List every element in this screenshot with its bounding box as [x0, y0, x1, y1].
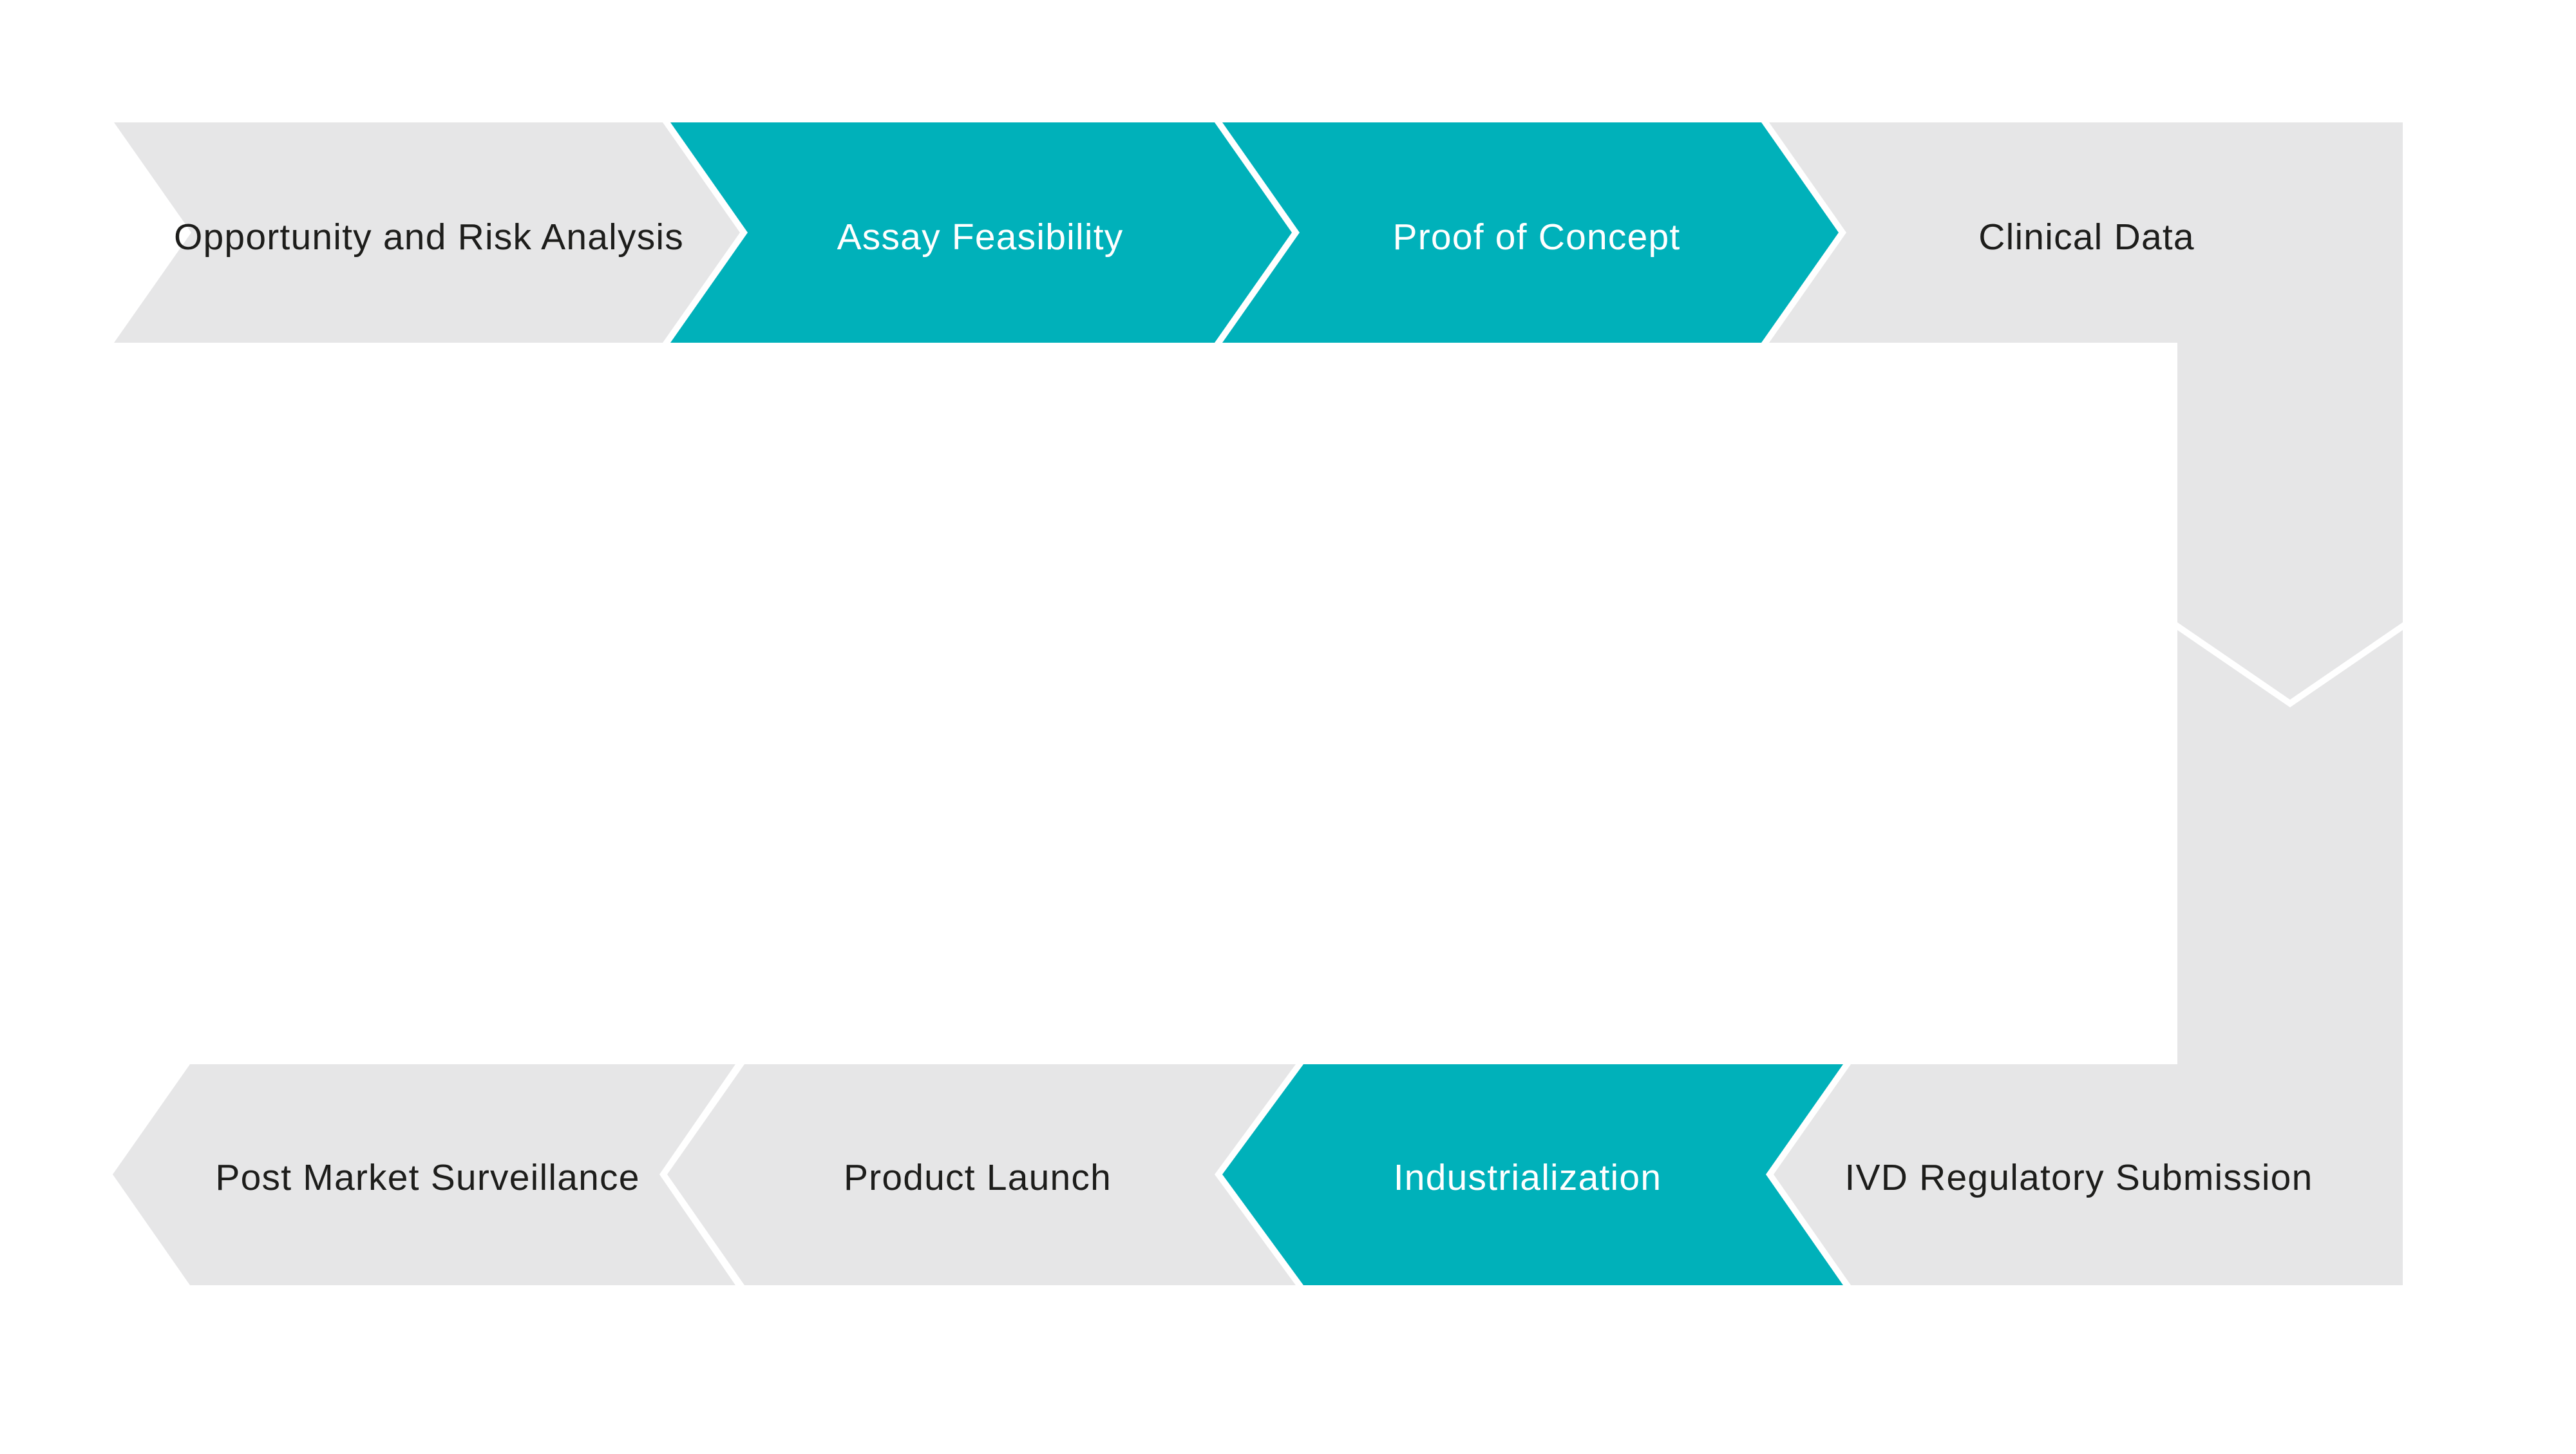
step-label-ivd-regulatory-submission: IVD Regulatory Submission: [1844, 1156, 2313, 1198]
step-label-clinical-data: Clinical Data: [1978, 216, 2195, 258]
step-label-industrialization: Industrialization: [1393, 1156, 1662, 1198]
chevron-assay-feasibility: [670, 122, 1292, 343]
chevron-ivd-regulatory-submission-with-down-connector: [1774, 630, 2403, 1285]
chevron-product-launch: [667, 1064, 1296, 1285]
step-label-proof-of-concept: Proof of Concept: [1392, 216, 1681, 258]
step-label-product-launch: Product Launch: [843, 1156, 1112, 1198]
chevron-post-market-surveillance: [113, 1064, 735, 1285]
chevron-clinical-data-with-down-connector: [1769, 122, 2403, 700]
chevron-proof-of-concept: [1222, 122, 1839, 343]
step-label-assay-feasibility: Assay Feasibility: [837, 216, 1124, 258]
chevron-opportunity-and-risk-analysis: [114, 122, 740, 343]
step-label-opportunity-and-risk-analysis: Opportunity and Risk Analysis: [174, 216, 684, 258]
chevron-industrialization: [1222, 1064, 1843, 1285]
step-label-post-market-surveillance: Post Market Surveillance: [215, 1156, 640, 1198]
